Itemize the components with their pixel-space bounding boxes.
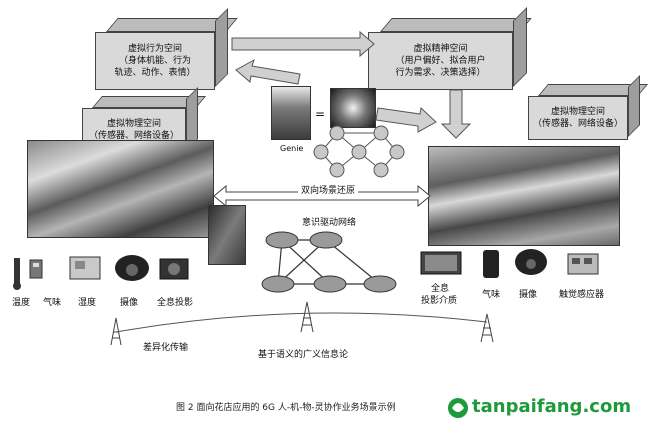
camera-icon-right xyxy=(515,249,547,275)
physical-right-title: 虚拟物理空间 xyxy=(550,107,605,117)
physical-right-line1: （传感器、网络设备） xyxy=(532,119,623,129)
spirit-line2: 行为需求、决策选择） xyxy=(395,68,486,78)
holo-projector-icon-left xyxy=(159,258,189,280)
home-room-photo xyxy=(428,146,620,246)
device-label-touch-right: 触觉感应器 xyxy=(559,290,605,300)
device-label-holo-right-2: 投影介质 xyxy=(421,296,458,306)
genie-label: Genie xyxy=(280,144,304,153)
flower-shop-photo-edge xyxy=(208,205,246,265)
thermometer-icon xyxy=(13,258,21,290)
semantic-link-line xyxy=(115,312,488,333)
arrow-behavior-to-spirit xyxy=(231,30,375,58)
device-label-holo: 全息投影 xyxy=(157,298,194,308)
semantic-theory-label: 基于语义的广义信息论 xyxy=(258,350,349,360)
behavior-line2: 轨迹、动作、表情） xyxy=(114,68,196,78)
flower-shop-photo xyxy=(27,140,214,238)
smell-sensor-icon xyxy=(29,259,43,279)
device-label-smell: 气味 xyxy=(43,298,62,308)
tower-right xyxy=(480,313,494,343)
bidirectional-label: 双向场景还原 xyxy=(298,183,359,196)
person-photo xyxy=(271,86,311,140)
physical-left-title: 虚拟物理空间 xyxy=(106,119,161,129)
holo-medium-icon-right xyxy=(420,251,462,275)
spirit-title: 虚拟精神空间 xyxy=(413,44,468,54)
physical-left-line1: （传感器、网络设备） xyxy=(88,131,179,141)
router-nodes xyxy=(261,231,397,293)
brain-image xyxy=(330,88,376,128)
network-title: 意识驱动网络 xyxy=(302,218,357,228)
diff-transmission-label: 差异化传输 xyxy=(143,343,189,353)
smell-sensor-icon-right xyxy=(483,250,499,278)
device-label-humidity: 湿度 xyxy=(78,298,97,308)
watermark-logo-icon xyxy=(448,398,468,418)
bidirectional-arrow xyxy=(213,184,431,208)
behavior-title: 虚拟行为空间 xyxy=(127,44,182,54)
spirit-line1: （用户偏好、拟合用户 xyxy=(395,56,486,66)
device-label-camera: 摄像 xyxy=(120,298,139,308)
mini-network-graph xyxy=(313,125,405,178)
arrow-spirit-to-person xyxy=(235,58,301,85)
humidity-sensor-icon xyxy=(69,256,101,280)
equals-sign: = xyxy=(315,107,326,121)
tower-center xyxy=(300,301,314,333)
device-label-camera-right: 摄像 xyxy=(519,290,538,300)
device-label-temperature: 温度 xyxy=(12,298,31,308)
device-label-smell-right: 气味 xyxy=(482,290,501,300)
camera-icon-left xyxy=(115,255,149,281)
watermark-text: tanpaifang.com xyxy=(472,396,632,417)
arrow-spirit-down xyxy=(440,89,472,139)
touch-sensor-icon-right xyxy=(567,253,599,275)
behavior-line1: （身体机能、行为 xyxy=(118,56,191,66)
figure-caption: 图 2 面向花店应用的 6G 人-机-物-灵协作业务场景示例 xyxy=(176,403,396,413)
arrow-brain-to-right xyxy=(375,106,437,133)
device-label-holo-right-1: 全息 xyxy=(431,284,450,294)
